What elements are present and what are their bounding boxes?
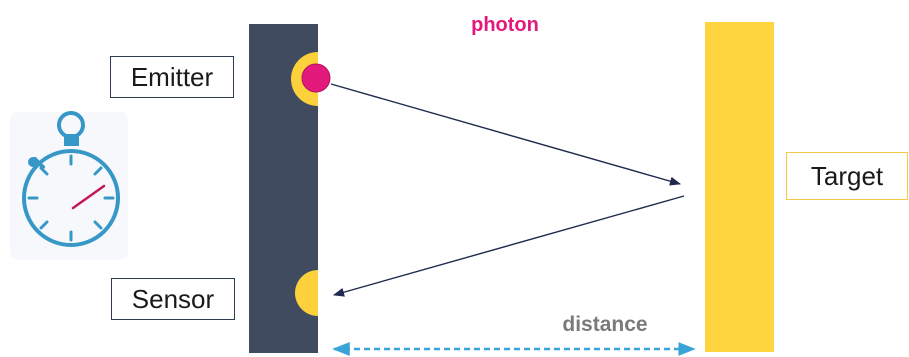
photon-label: photon	[471, 14, 539, 36]
sensor-label: Sensor	[111, 278, 235, 320]
target-wall	[705, 22, 774, 352]
photon-dot	[301, 63, 331, 93]
outgoing-ray	[330, 83, 682, 186]
sensor-port	[295, 270, 318, 316]
distance-label: distance	[562, 313, 648, 336]
reflected-ray	[332, 195, 685, 297]
stopwatch-icon	[10, 111, 128, 260]
emitter-label: Emitter	[110, 56, 234, 98]
target-label: Target	[786, 152, 908, 200]
